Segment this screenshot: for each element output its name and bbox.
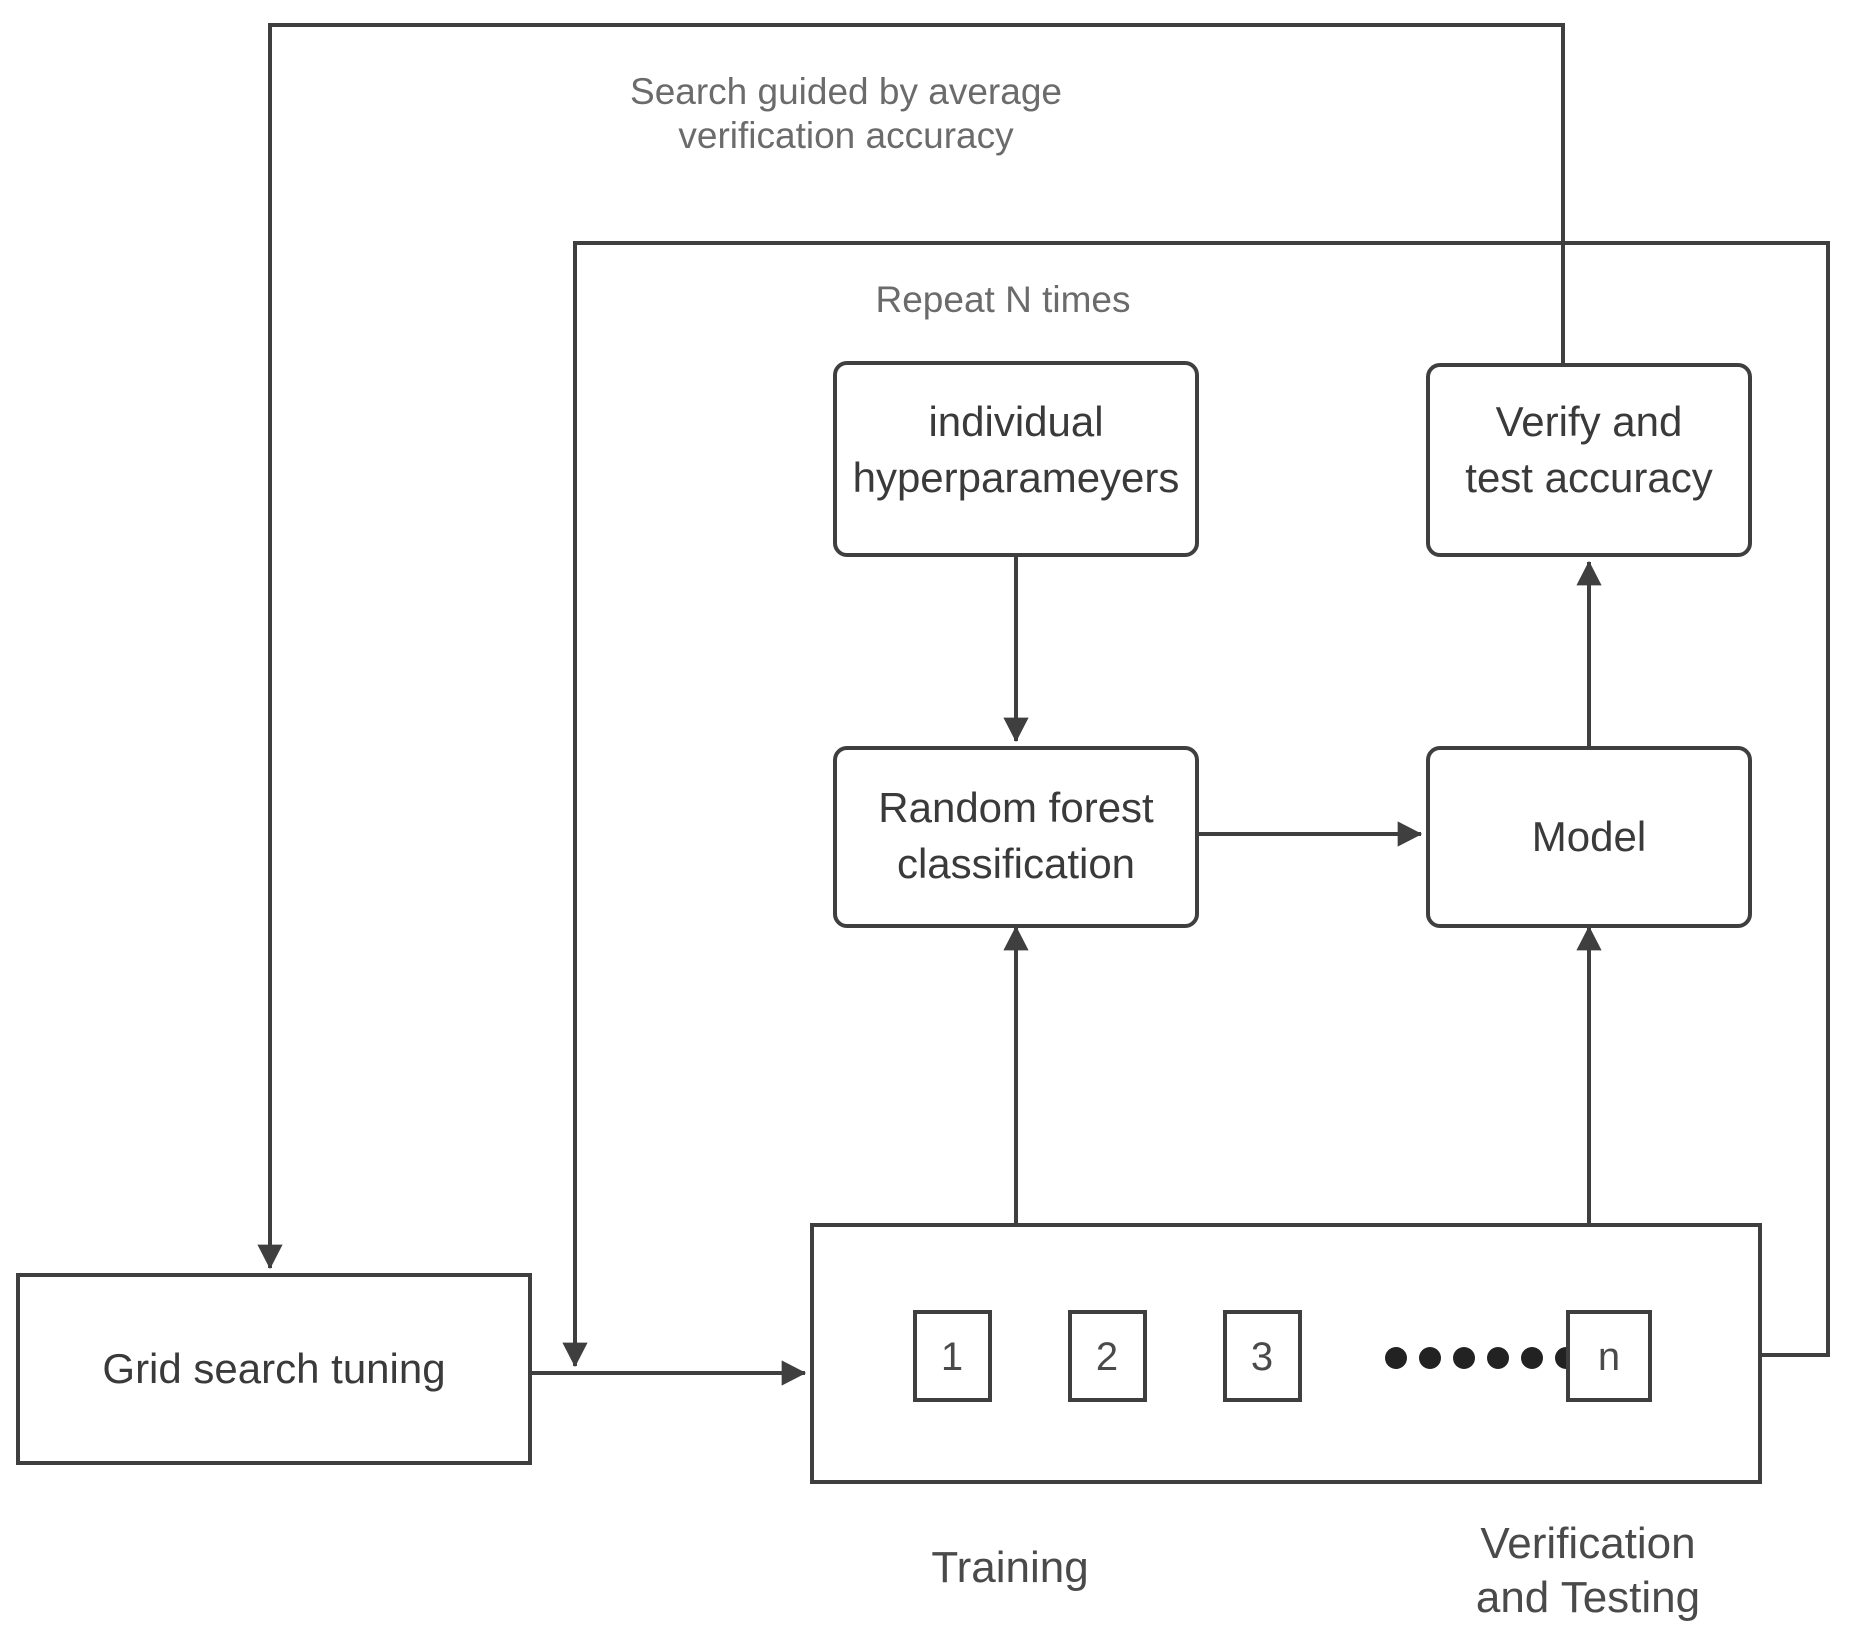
annotation-inner-loop: Repeat N times bbox=[876, 279, 1131, 320]
dataset-cell-label: 1 bbox=[941, 1335, 963, 1379]
caption-training: Training bbox=[931, 1543, 1088, 1592]
node-hyperparameters-label-line2: hyperparameyers bbox=[853, 454, 1180, 501]
node-grid-search-tuning[interactable] bbox=[16, 1273, 532, 1465]
node-random-forest-label-line2: classification bbox=[897, 840, 1135, 887]
node-hyperparameters[interactable] bbox=[833, 361, 1199, 557]
node-random-forest-label-line1: Random forest bbox=[878, 784, 1154, 831]
edge-databar-to-grid-search-line bbox=[562, 241, 1830, 1368]
dataset-cell[interactable] bbox=[1566, 1310, 1652, 1402]
dataset-cell[interactable] bbox=[913, 1310, 992, 1402]
dataset-cell-label: 3 bbox=[1251, 1335, 1273, 1379]
caption-verification-line1: Verification bbox=[1480, 1519, 1695, 1568]
dataset-cell-label: 2 bbox=[1096, 1335, 1118, 1379]
edge-verify-to-grid-search bbox=[257, 23, 1565, 1270]
annotation-outer-loop-line1: Search guided by average bbox=[630, 71, 1062, 112]
node-random-forest-classification[interactable] bbox=[833, 746, 1199, 928]
caption-verification-line2: and Testing bbox=[1476, 1573, 1700, 1622]
dataset-cell[interactable] bbox=[1068, 1310, 1147, 1402]
node-model[interactable] bbox=[1426, 746, 1752, 928]
node-hyperparameters-label-line1: individual bbox=[928, 398, 1103, 445]
node-verify-label-line1: Verify and bbox=[1496, 398, 1683, 445]
node-model-label: Model bbox=[1532, 813, 1646, 860]
annotation-outer-loop-line2: verification accuracy bbox=[678, 115, 1014, 156]
node-verify-test-accuracy[interactable] bbox=[1426, 363, 1752, 557]
dataset-cell-label: n bbox=[1598, 1335, 1620, 1379]
node-grid-search-tuning-label: Grid search tuning bbox=[102, 1345, 445, 1392]
node-verify-label-line2: test accuracy bbox=[1465, 454, 1712, 501]
dataset-cell[interactable] bbox=[1223, 1310, 1302, 1402]
